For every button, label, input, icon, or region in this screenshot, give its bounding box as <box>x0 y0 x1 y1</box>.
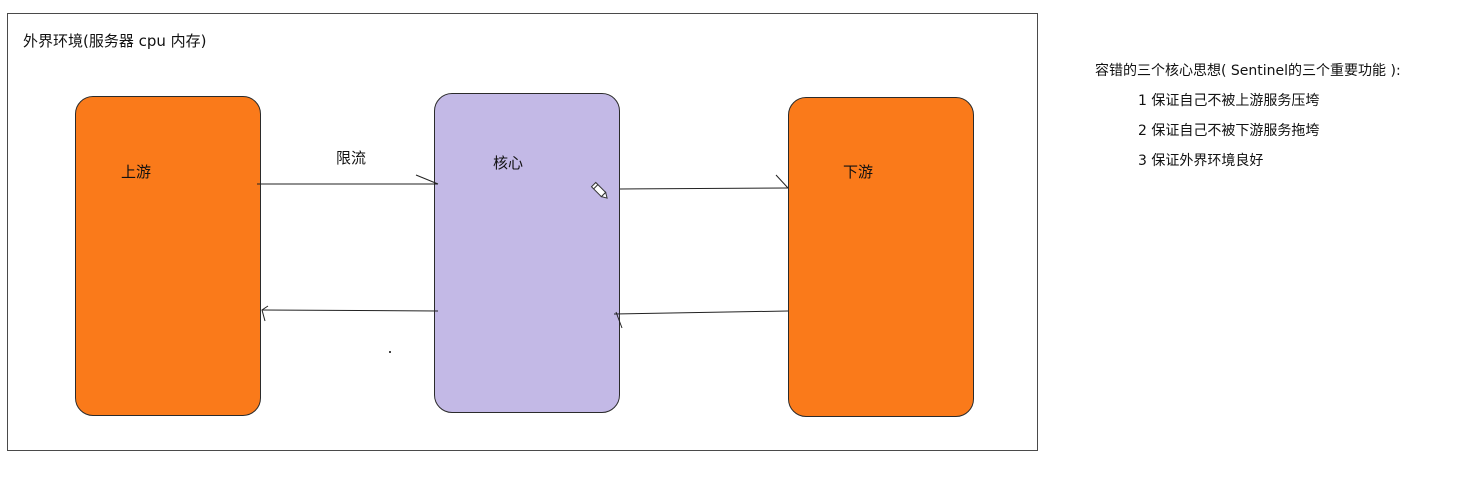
downstream-box <box>788 97 974 417</box>
note-item: 3 保证外界环境良好 <box>1138 153 1264 169</box>
arrow-downstream-to-core <box>613 310 789 329</box>
core-box <box>434 93 620 413</box>
environment-label: 外界环境(服务器 cpu 内存) <box>23 32 207 50</box>
arrow-core-to-downstream <box>619 174 789 190</box>
stray-mark <box>389 351 391 353</box>
note-item: 2 保证自己不被下游服务拖垮 <box>1138 123 1320 139</box>
rate-limit-label: 限流 <box>336 149 367 167</box>
arrow-upstream-to-core <box>257 174 439 185</box>
core-label: 核心 <box>493 154 524 172</box>
upstream-box <box>75 96 261 416</box>
notes-heading: 容错的三个核心思想( Sentinel的三个重要功能 ): <box>1095 63 1401 79</box>
pencil-icon <box>590 181 608 199</box>
upstream-label: 上游 <box>121 163 152 181</box>
arrow-core-to-upstream <box>261 305 439 322</box>
environment-frame <box>7 13 1038 451</box>
note-item: 1 保证自己不被上游服务压垮 <box>1138 93 1320 109</box>
downstream-label: 下游 <box>843 163 874 181</box>
notes-panel: 容错的三个核心思想( Sentinel的三个重要功能 ): 1 保证自己不被上游… <box>1095 56 1401 176</box>
